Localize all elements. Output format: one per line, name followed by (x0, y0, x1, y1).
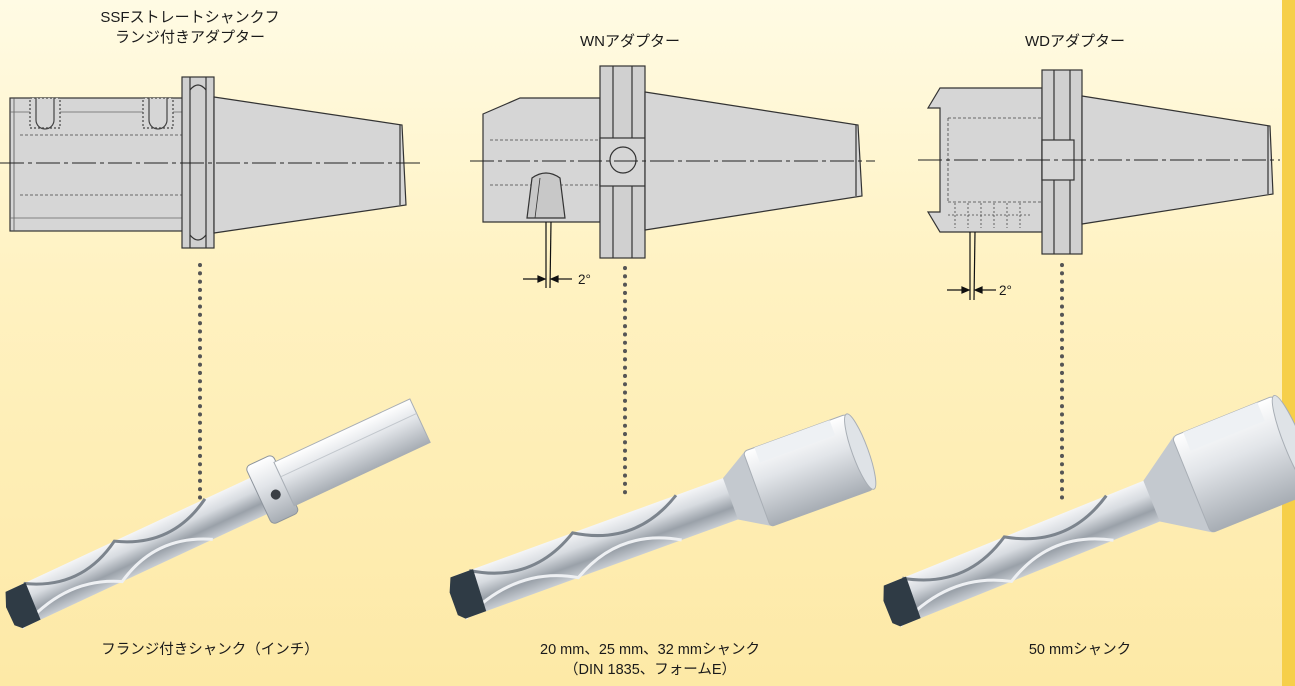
ssf-adapter-title-line2: ランジ付きアダプター (114, 29, 265, 46)
wd-adapter-drawing (926, 69, 1274, 255)
din-shank-caption-line1: 20 mm、25 mm、32 mmシャンク (540, 642, 760, 658)
wd-thread-hatch (948, 203, 1030, 228)
side-accent-stripe (1282, 0, 1295, 686)
ssf-adapter-title-line1: SSFストレートシャンクフ (100, 9, 280, 26)
wn-clamp-screw (526, 172, 566, 219)
connector-dots (198, 263, 1064, 502)
ssf-set-screw-left (29, 97, 61, 129)
ssf-adapter-drawing (9, 76, 407, 249)
drill1-shank (273, 398, 431, 507)
wd-angle-marker (947, 231, 996, 301)
drill1-insert (5, 582, 41, 629)
din-shank-caption-line2: （DIN 1835、フォームE） (564, 662, 736, 678)
50mm-shank-drill-photo (883, 394, 1295, 628)
drill2-insert (449, 569, 487, 619)
50mm-shank-caption: 50 mmシャンク (1028, 642, 1132, 658)
wn-drive-hole (609, 146, 637, 174)
ssf-adapter-title: SSFストレートシャンクフ ランジ付きアダプター (70, 8, 310, 48)
wd-adapter-title: WDアダプター (1025, 33, 1125, 50)
din-shank-caption: 20 mm、25 mm、32 mmシャンク （DIN 1835、フォームE） (495, 640, 805, 680)
wn-angle-label: 2° (578, 272, 591, 287)
flanged-shank-caption: フランジ付きシャンク（インチ） (101, 642, 319, 658)
wn-adapter-drawing (482, 65, 863, 259)
din-shank-drill-photo (449, 413, 877, 620)
flanged-shank-drill-photo (5, 398, 431, 630)
ssf-taper (213, 96, 407, 234)
ssf-set-screw-right (142, 97, 174, 129)
drill2-body (452, 476, 746, 617)
wn-angle-marker (523, 221, 572, 289)
wn-adapter-title: WNアダプター (580, 33, 680, 50)
wd-angle-label: 2° (999, 283, 1012, 298)
drill3-insert (883, 576, 921, 627)
